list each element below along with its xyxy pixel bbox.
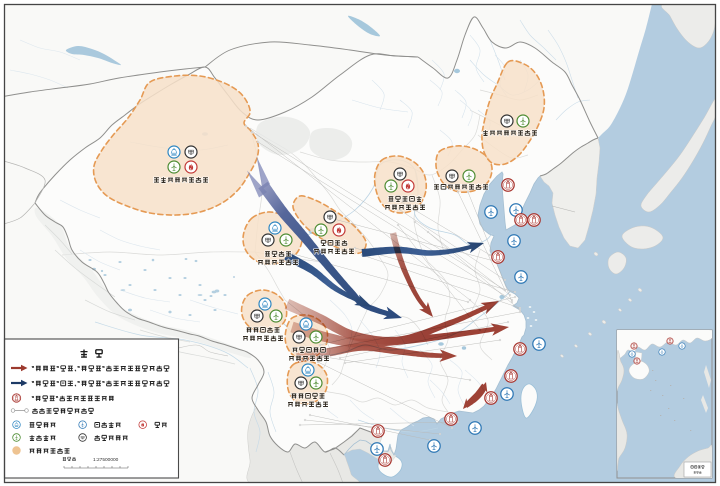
svg-text:1:27500000: 1:27500000 [93, 457, 119, 463]
